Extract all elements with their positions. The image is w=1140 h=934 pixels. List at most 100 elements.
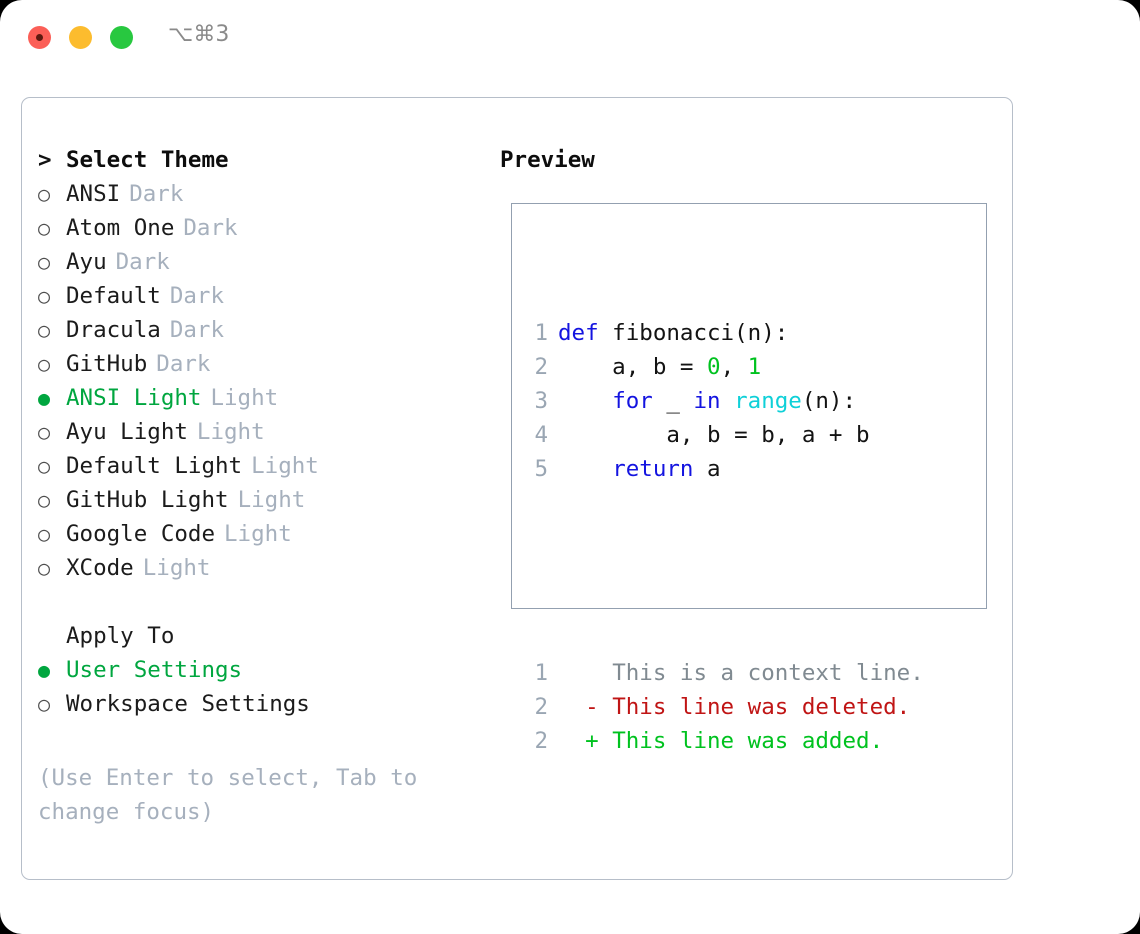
- diff-sample: 1 This is a context line.2 - This line w…: [522, 656, 924, 758]
- select-theme-title: Select Theme: [66, 147, 229, 173]
- theme-variant-tag: Light: [142, 555, 211, 581]
- apply-to-item[interactable]: ○ Workspace Settings: [38, 687, 498, 721]
- caret-icon: >: [38, 147, 52, 173]
- theme-list-item[interactable]: ○ Atom One Dark: [38, 211, 498, 245]
- preview-title: Preview: [500, 147, 595, 173]
- diff-line-text: + This line was added.: [558, 728, 883, 754]
- minimize-button[interactable]: [69, 26, 92, 49]
- theme-list-item[interactable]: ○ Default Dark: [38, 279, 498, 313]
- apply-to-item[interactable]: ● User Settings: [38, 653, 498, 687]
- code-line-number: 4: [534, 422, 548, 448]
- code-token: a, b =: [558, 354, 708, 380]
- select-theme-header: > Select Theme: [38, 143, 498, 177]
- radio-unselected-icon[interactable]: ○: [38, 182, 51, 206]
- radio-selected-icon[interactable]: ●: [38, 658, 51, 682]
- diff-line: 2 + This line was added.: [522, 724, 924, 758]
- close-button[interactable]: [28, 26, 51, 49]
- maximize-button[interactable]: [110, 26, 133, 49]
- theme-variant-tag: Dark: [169, 317, 225, 343]
- theme-name: ANSI Light: [66, 385, 202, 411]
- apply-to-label: User Settings: [66, 657, 243, 683]
- diff-text: This line was deleted.: [612, 694, 911, 720]
- theme-variant-tag: Dark: [129, 181, 184, 207]
- radio-unselected-icon[interactable]: ○: [38, 522, 51, 546]
- code-line-number: 1: [534, 320, 548, 346]
- theme-name: Atom One: [66, 215, 175, 241]
- radio-unselected-icon[interactable]: ○: [38, 284, 51, 308]
- theme-variant-tag: Light: [224, 521, 292, 547]
- traffic-light-controls: [28, 26, 133, 49]
- code-token: return: [612, 456, 694, 482]
- radio-selected-icon[interactable]: ●: [38, 386, 51, 410]
- theme-list-item[interactable]: ○ Google Code Light: [38, 517, 498, 551]
- apply-to-label: Workspace Settings: [66, 691, 310, 717]
- theme-variant-tag: Dark: [115, 249, 170, 275]
- code-token: [721, 388, 735, 414]
- theme-variant-tag: Light: [251, 453, 319, 479]
- theme-list-item[interactable]: ○ ANSI Dark: [38, 177, 498, 211]
- theme-name: GitHub: [66, 351, 148, 377]
- diff-marker: -: [558, 694, 613, 720]
- diff-line: 2 - This line was deleted.: [522, 690, 924, 724]
- apply-to-title: Apply To: [66, 623, 175, 649]
- diff-marker: [558, 660, 612, 686]
- code-token: def: [558, 320, 599, 346]
- code-token: a, b = b, a + b: [558, 422, 870, 448]
- theme-name: GitHub Light: [66, 487, 229, 513]
- radio-unselected-icon[interactable]: ○: [38, 556, 51, 580]
- radio-unselected-icon[interactable]: ○: [38, 318, 51, 342]
- theme-variant-tag: Light: [196, 419, 265, 445]
- code-token: 1: [747, 354, 762, 380]
- radio-unselected-icon[interactable]: ○: [38, 454, 51, 478]
- theme-list-item[interactable]: ○ GitHub Light Light: [38, 483, 498, 517]
- diff-line-number: 1: [534, 660, 548, 686]
- theme-name: ANSI: [66, 181, 121, 207]
- code-token: _: [652, 388, 694, 414]
- radio-unselected-icon[interactable]: ○: [38, 216, 51, 240]
- apply-to-header: o Apply To: [38, 619, 498, 653]
- theme-name: Ayu: [66, 249, 107, 275]
- code-line: 2 a, b = 0, 1: [522, 350, 924, 384]
- code-token: 0: [707, 354, 721, 380]
- diff-line-number: 2: [534, 694, 548, 720]
- diff-line-text: - This line was deleted.: [558, 694, 910, 720]
- diff-text: This line was added.: [612, 728, 884, 754]
- code-token: (n):: [801, 388, 857, 414]
- code-token: [558, 388, 612, 414]
- radio-unselected-icon[interactable]: ○: [38, 250, 51, 274]
- diff-line-text: This is a context line.: [558, 660, 924, 686]
- theme-name: Default: [66, 283, 161, 309]
- radio-unselected-icon[interactable]: ○: [38, 488, 51, 512]
- radio-unselected-icon[interactable]: ○: [38, 692, 51, 716]
- diff-line: 1 This is a context line.: [522, 656, 924, 690]
- radio-unselected-icon[interactable]: ○: [38, 352, 51, 376]
- radio-unselected-icon[interactable]: ○: [38, 420, 51, 444]
- code-diff-separator: [522, 554, 924, 588]
- theme-name: Google Code: [66, 521, 216, 547]
- apply-to-list: ● User Settings ○ Workspace Settings: [38, 653, 498, 721]
- theme-variant-tag: Dark: [169, 283, 225, 309]
- code-line: 5 return a: [522, 452, 924, 486]
- code-line-number: 5: [534, 456, 548, 482]
- theme-list-item[interactable]: ○ GitHub Dark: [38, 347, 498, 381]
- code-token: range: [734, 388, 802, 414]
- theme-list-item[interactable]: ○ Ayu Dark: [38, 245, 498, 279]
- keyboard-hint: (Use Enter to select, Tab to change focu…: [38, 765, 418, 825]
- theme-variant-tag: Light: [237, 487, 306, 513]
- keyboard-shortcut-label: ⌥⌘3: [168, 22, 230, 47]
- theme-variant-tag: Dark: [156, 351, 211, 377]
- theme-variant-tag: Dark: [183, 215, 238, 241]
- code-token: a: [693, 456, 721, 482]
